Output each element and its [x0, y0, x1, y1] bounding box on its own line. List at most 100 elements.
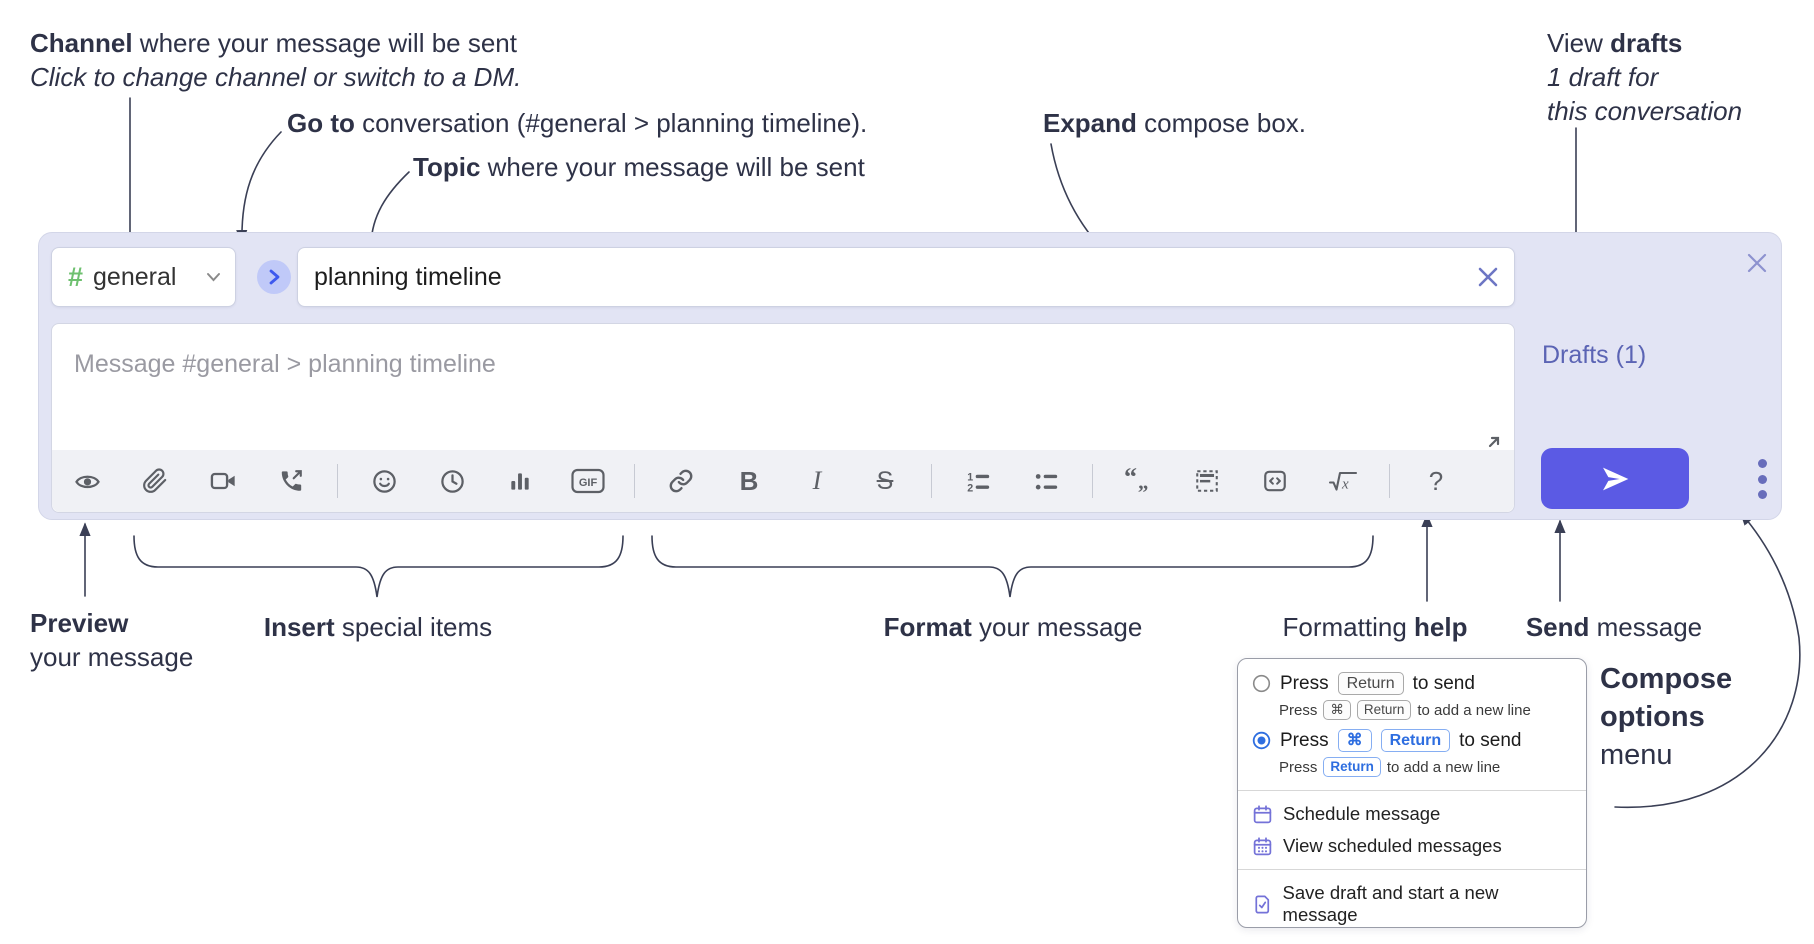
- preview-annotation: Preview your message: [30, 608, 194, 672]
- cmd-key: ⌘: [1337, 729, 1372, 752]
- send-paper-plane-icon: [1603, 467, 1629, 490]
- schedule-time-button[interactable]: [430, 459, 474, 503]
- compose-options-button[interactable]: [1748, 459, 1776, 499]
- video-call-button[interactable]: [201, 459, 245, 503]
- toolbar-divider: [1092, 464, 1093, 498]
- insert-annotation: Insert special items: [263, 612, 493, 642]
- bold-icon: B: [739, 465, 759, 496]
- goto-conversation-button[interactable]: [257, 260, 291, 294]
- menu-divider: [1238, 790, 1586, 791]
- math-button[interactable]: x: [1321, 459, 1365, 503]
- calendar-grid-icon: [1253, 836, 1272, 855]
- compose-toolbar: GIF B I S: [52, 450, 1514, 512]
- voice-call-button[interactable]: [269, 459, 313, 503]
- paperclip-icon: [143, 468, 167, 493]
- topic-input[interactable]: planning timeline: [297, 247, 1515, 307]
- italic-button[interactable]: I: [795, 459, 839, 503]
- bold-button[interactable]: B: [727, 459, 771, 503]
- save-draft-item[interactable]: Save draft and start a new message: [1238, 877, 1586, 931]
- message-placeholder: Message #general > planning timeline: [74, 350, 496, 378]
- latex-sqrt-icon: x: [1328, 471, 1358, 492]
- compose-options-menu: Press Return to send Press ⌘ Return to a…: [1237, 658, 1587, 928]
- radio-selected-icon: [1252, 731, 1271, 750]
- ellipsis-dot: [1757, 459, 1767, 468]
- quote-icon: “ „: [1124, 468, 1149, 494]
- ellipsis-dot: [1757, 474, 1767, 484]
- smiley-icon: [372, 469, 396, 493]
- schedule-message-item[interactable]: Schedule message: [1238, 798, 1586, 830]
- svg-text:x: x: [1341, 476, 1349, 492]
- send-option-cmd-return-subtext: Press Return to add a new line: [1279, 757, 1501, 777]
- svg-text:GIF: GIF: [579, 477, 598, 489]
- gif-button[interactable]: GIF: [566, 459, 610, 503]
- strikethrough-button[interactable]: S: [863, 459, 907, 503]
- channel-selector[interactable]: # general: [51, 247, 236, 307]
- chevron-down-icon: [207, 273, 220, 282]
- bar-chart-icon: [511, 473, 529, 490]
- send-option-return[interactable]: Press Return to send: [1238, 669, 1586, 698]
- channel-hash-icon: #: [68, 261, 84, 292]
- gif-icon: GIF: [571, 468, 605, 494]
- compose-options-annotation: Compose options menu: [1600, 663, 1733, 771]
- insert-brace: [133, 535, 624, 598]
- clear-topic-icon[interactable]: [1476, 265, 1500, 289]
- clock-icon: [440, 469, 464, 493]
- calendar-icon: [1253, 804, 1272, 823]
- drafts-annotation: View drafts 1 draft for this conversatio…: [1547, 28, 1743, 126]
- format-annotation: Format your message: [883, 612, 1143, 642]
- goto-annotation: Go to conversation (#general > planning …: [287, 108, 868, 138]
- send-option-return-subtext: Press ⌘ Return to add a new line: [1279, 700, 1531, 720]
- code-button[interactable]: [1253, 459, 1297, 503]
- formatting-help-annotation: Formatting help: [1282, 612, 1468, 642]
- emoji-button[interactable]: [362, 459, 406, 503]
- toolbar-divider: [634, 464, 635, 498]
- poll-button[interactable]: [498, 459, 542, 503]
- view-scheduled-messages-item[interactable]: View scheduled messages: [1238, 830, 1586, 862]
- numbered-list-icon: 1 2: [967, 471, 989, 494]
- strikethrough-icon: S: [876, 466, 894, 495]
- return-key: Return: [1337, 672, 1404, 695]
- toolbar-divider: [931, 464, 932, 498]
- drafts-link[interactable]: Drafts (1): [1542, 341, 1647, 369]
- expand-diagonal-icon: [1474, 436, 1500, 462]
- return-key: Return: [1323, 757, 1381, 777]
- eye-icon: [74, 475, 100, 488]
- formatting-help-button[interactable]: ?: [1414, 459, 1458, 503]
- svg-text:1: 1: [967, 471, 973, 483]
- phone-outgoing-icon: [281, 470, 302, 491]
- video-camera-icon: [210, 472, 235, 490]
- svg-text:„: „: [1138, 469, 1149, 493]
- code-icon: [1264, 470, 1286, 492]
- radio-unselected-icon: [1252, 674, 1271, 693]
- numbered-list-button[interactable]: 1 2: [956, 459, 1000, 503]
- preview-button[interactable]: [65, 459, 109, 503]
- return-key: Return: [1356, 700, 1412, 720]
- expand-annotation: Expand compose box.: [1043, 108, 1307, 138]
- save-draft-icon: [1255, 895, 1270, 913]
- close-compose-button[interactable]: [1739, 245, 1775, 281]
- message-input[interactable]: Message #general > planning timeline: [57, 330, 1509, 444]
- topic-annotation: Topic where your message will be sent: [413, 152, 865, 182]
- expand-compose-button[interactable]: [1470, 432, 1504, 466]
- return-key: Return: [1380, 729, 1451, 752]
- spoiler-button[interactable]: [1185, 459, 1229, 503]
- bulleted-list-icon: [1035, 473, 1057, 489]
- spoiler-icon: [1196, 470, 1218, 492]
- svg-text:2: 2: [967, 482, 973, 494]
- format-brace: [651, 535, 1374, 598]
- attach-file-button[interactable]: [133, 459, 177, 503]
- chevron-right-icon: [269, 269, 280, 285]
- quote-button[interactable]: “ „: [1117, 459, 1161, 503]
- close-icon: [1747, 253, 1767, 273]
- compose-box: # general planning timeline Message #gen…: [38, 232, 1782, 520]
- bulleted-list-button[interactable]: [1024, 459, 1068, 503]
- channel-annotation: Channel where your message will be sent …: [30, 28, 522, 92]
- italic-icon: I: [812, 466, 822, 495]
- toolbar-divider: [1389, 464, 1390, 498]
- send-button[interactable]: [1541, 448, 1689, 509]
- send-option-cmd-return[interactable]: Press ⌘ Return to send: [1238, 726, 1586, 755]
- message-box: Message #general > planning timeline: [51, 323, 1515, 513]
- link-button[interactable]: [659, 459, 703, 503]
- goto-pointer-line: [236, 131, 282, 244]
